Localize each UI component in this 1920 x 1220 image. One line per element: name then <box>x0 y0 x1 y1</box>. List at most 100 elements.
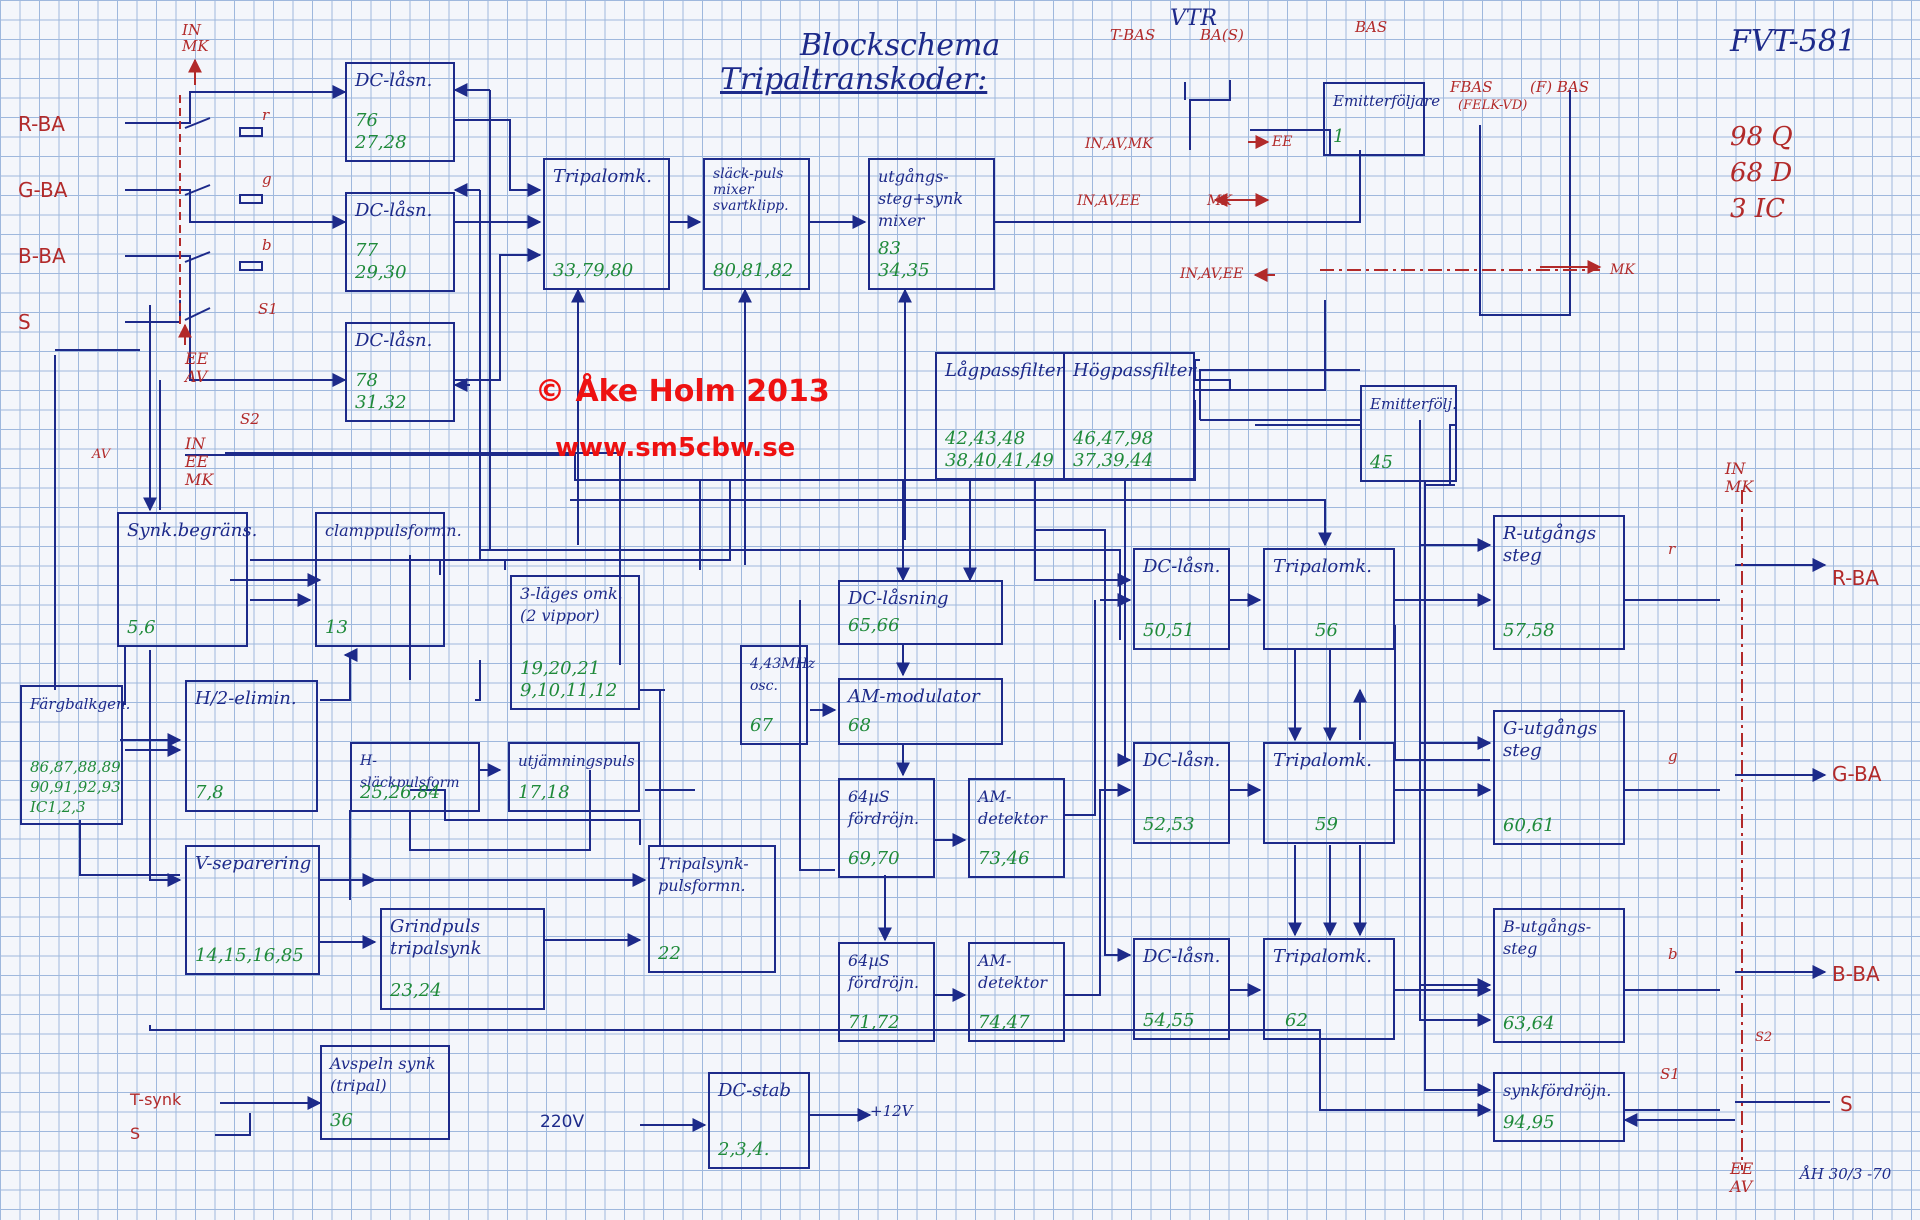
block-label: Färgbalkgen. <box>30 695 131 713</box>
block-label: Grindpuls tripalsynk <box>390 916 482 959</box>
block-am-detektor-1: AM-detektor 73,46 <box>968 778 1065 878</box>
block-number: 14,15,16,85 <box>195 945 304 966</box>
block-label: H-släckpulsform <box>360 753 460 791</box>
block-label: Avspeln synk (tripal) <box>330 1054 436 1095</box>
switch-ee-av-left: EE AV <box>185 349 209 386</box>
input-r-ba: R-BA <box>18 112 65 136</box>
block-label: B-utgångs-steg <box>1503 917 1592 958</box>
label-fbas: FBAS <box>1450 78 1493 96</box>
block-label: G-utgångs steg <box>1503 718 1598 761</box>
block-dc-lasn-52: DC-låsn. 52,53 <box>1133 742 1230 844</box>
switch-r: r <box>262 106 270 124</box>
block-64us-fordrojn-2: 64µS fördröjn. 71,72 <box>838 942 935 1042</box>
block-number: 83 34,35 <box>878 238 930 281</box>
switch-s2: S2 <box>240 410 260 428</box>
switch-in-mk-right: IN MK <box>1725 459 1754 496</box>
block-dc-stab: DC-stab 2,3,4. <box>708 1072 810 1169</box>
block-number: 22 <box>658 943 681 964</box>
block-label: AM-detektor <box>978 787 1048 828</box>
label-f-bas: (F) BAS <box>1530 78 1590 96</box>
block-number: 45 <box>1370 452 1393 473</box>
block-v-separering: V-separering 14,15,16,85 <box>185 845 320 975</box>
block-number: 13 <box>325 617 348 638</box>
block-dc-lasn-78: DC-låsn. 78 31,32 <box>345 322 455 422</box>
block-label: släck-puls mixer svartklipp. <box>713 166 789 214</box>
label-bas: BAS <box>1355 18 1388 36</box>
block-number: 80,81,82 <box>713 260 794 281</box>
diagram-title: Blockschema <box>800 28 1001 63</box>
block-label: Lågpassfilter <box>945 360 1065 381</box>
label-in-av-mk: IN,AV,MK <box>1085 136 1153 152</box>
block-tripalomk-56: Tripalomk. 56 <box>1263 548 1395 650</box>
block-label: V-separering <box>195 853 312 874</box>
parts-ic: 3 IC <box>1730 194 1785 224</box>
switch-av-left: AV <box>92 447 111 462</box>
block-number: 56 <box>1315 620 1338 641</box>
block-number: 69,70 <box>848 848 900 869</box>
block-label: DC-låsn. <box>1143 556 1221 577</box>
block-emitterfoljare-1: Emitterföljare 1 <box>1323 82 1440 156</box>
label-felk-vd: (FELK-VD) <box>1458 98 1528 113</box>
block-number: 63,64 <box>1503 1013 1555 1034</box>
block-synk-begrans: Synk.begräns. 5,6 <box>117 512 258 647</box>
block-label: Tripalomk. <box>1273 750 1372 771</box>
block-number: 77 29,30 <box>355 240 407 283</box>
block-utgangssteg: utgångs-steg+synk mixer 83 34,35 <box>868 158 995 290</box>
label-mk-1: MK <box>1207 193 1232 209</box>
block-label: clamppulsformn. <box>325 521 462 540</box>
block-tripalomk-62: Tripalomk. 62 <box>1263 938 1395 1040</box>
block-h2-elimin: H/2-elimin. 7,8 <box>185 680 318 812</box>
block-label: Tripalomk. <box>1273 556 1372 577</box>
switch-in-mk-top: IN MK <box>182 21 209 55</box>
block-number: 36 <box>330 1110 353 1131</box>
block-number: 57,58 <box>1503 620 1555 641</box>
block-tripalomk-1: Tripalomk. 33,79,80 <box>543 158 670 290</box>
block-dc-lasn-50: DC-låsn. 50,51 <box>1133 548 1230 650</box>
block-number: 74,47 <box>978 1012 1030 1033</box>
block-3-lages-omk: 3-läges omk. (2 vippor) 19,20,21 9,10,11… <box>510 575 640 710</box>
block-synkfordrojn: synkfördröjn. 94,95 <box>1493 1072 1625 1142</box>
block-number: 17,18 <box>518 782 570 803</box>
block-grindpuls-tripalsynk: Grindpuls tripalsynk 23,24 <box>380 908 545 1010</box>
block-number: 73,46 <box>978 848 1030 869</box>
block-r-utgangssteg: R-utgångs steg 57,58 <box>1493 515 1625 650</box>
label-ee-1: EE <box>1272 134 1293 150</box>
block-label: 3-läges omk. (2 vippor) <box>520 584 623 625</box>
copyright-watermark: © Åke Holm 2013 <box>535 374 830 409</box>
block-label: Tripalomk. <box>553 166 652 187</box>
block-number: 86,87,88,89 90,91,92,93 IC1,2,3 <box>30 758 121 816</box>
block-number: 1 <box>1333 126 1345 147</box>
block-label: 4,43MHz osc. <box>750 656 816 694</box>
block-number: 62 <box>1285 1010 1308 1031</box>
block-emitterfoljare-2: Emitterfölj. 45 <box>1360 385 1457 482</box>
block-number: 76 27,28 <box>355 110 407 153</box>
block-number: 78 31,32 <box>355 370 407 413</box>
block-number: 71,72 <box>848 1012 900 1033</box>
switch-s1: S1 <box>258 300 278 318</box>
block-label: DC-låsn. <box>1143 946 1221 967</box>
block-label: 64µS fördröjn. <box>848 951 920 992</box>
switch-r-out: r <box>1668 540 1676 558</box>
switch-g-out: g <box>1668 747 1678 765</box>
block-label: Tripalomk. <box>1273 946 1372 967</box>
block-number: 46,47,98 37,39,44 <box>1073 428 1154 471</box>
input-220v: 220V <box>540 1112 585 1132</box>
block-64us-fordrojn-1: 64µS fördröjn. 69,70 <box>838 778 935 878</box>
block-label: Synk.begräns. <box>127 520 258 541</box>
block-slackpuls-mixer: släck-puls mixer svartklipp. 80,81,82 <box>703 158 810 290</box>
signature: ÅH 30/3 -70 <box>1800 1165 1892 1183</box>
parts-d: 68 D <box>1730 158 1793 188</box>
block-label: H/2-elimin. <box>195 688 297 709</box>
block-label: AM-modulator <box>848 686 980 707</box>
block-number: 68 <box>848 715 871 736</box>
block-number: 52,53 <box>1143 814 1195 835</box>
diagram-subtitle: Tripaltranskoder: <box>720 62 988 97</box>
block-label: synkfördröjn. <box>1503 1081 1612 1100</box>
switch-in-ee-mk: IN EE MK <box>185 434 214 489</box>
input-g-ba: G-BA <box>18 178 68 202</box>
input-b-ba: B-BA <box>18 244 66 268</box>
block-fargbalkgen: Färgbalkgen. 86,87,88,89 90,91,92,93 IC1… <box>20 685 131 825</box>
input-s2: S <box>130 1124 141 1143</box>
block-lagpassfilter: Lågpassfilter 42,43,48 38,40,41,49 <box>935 352 1065 480</box>
